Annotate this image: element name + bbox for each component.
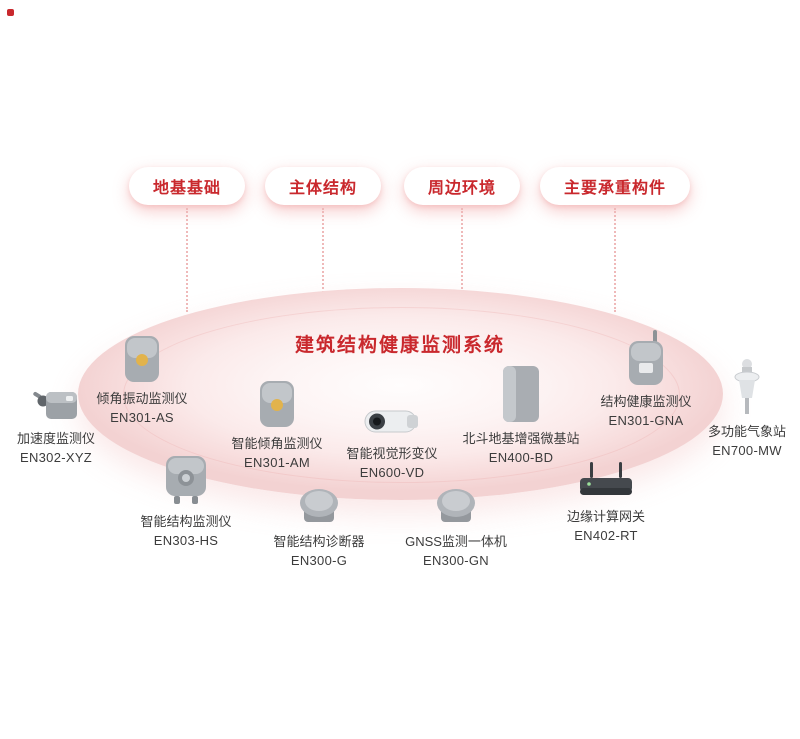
device-name: GNSS监测一体机 [405,534,507,549]
device-accelerometer: 加速度监测仪 EN302-XYZ [0,365,131,467]
device-structure-health-monitor: 结构健康监测仪 EN301-GNA [571,328,721,430]
device-name: 结构健康监测仪 [600,394,692,409]
device-smart-structure-monitor: 智能结构监测仪 EN303-HS [111,448,261,550]
device-smart-tilt-monitor: 智能倾角监测仪 EN301-AM [202,370,352,472]
device-name: 智能结构诊断器 [273,534,365,549]
category-pill-main-structure: 主体结构 [264,167,382,205]
category-pill-load-bearing: 主要承重构件 [539,167,691,205]
tilt-vibration-monitor-icon [67,325,217,383]
device-model: EN700-MW [712,443,782,458]
device-name: 倾角振动监测仪 [96,391,188,406]
device-name: 边缘计算网关 [566,509,645,524]
device-edge-gateway: 边缘计算网关 EN402-RT [531,443,681,545]
smart-structure-monitor-icon [111,448,261,506]
accelerometer-icon [0,365,131,423]
gnss-monitor-icon [381,468,531,526]
system-title: 建筑结构健康监测系统 [294,335,506,356]
device-name: 北斗地基增强微基站 [462,431,580,446]
device-structure-diagnoser: 智能结构诊断器 EN300-G [244,468,394,570]
device-model: EN600-VD [359,465,425,480]
device-name: 多功能气象站 [707,424,786,439]
device-name: 智能倾角监测仪 [231,436,323,451]
device-tilt-vibration-monitor: 倾角振动监测仪 EN301-AS [67,325,217,427]
device-name: 智能视觉形变仪 [346,446,438,461]
device-model: EN303-HS [153,533,219,548]
edge-gateway-icon [531,443,681,501]
smart-tilt-monitor-icon [202,370,352,428]
structure-diagnoser-icon [244,468,394,526]
device-model: EN300-G [290,553,348,568]
device-model: EN402-RT [574,528,638,543]
category-pill-foundation: 地基基础 [128,167,246,205]
weather-station-icon [672,358,800,416]
connector-line [614,208,616,312]
device-beidou-base-station: 北斗地基增强微基站 EN400-BD [446,365,596,467]
device-weather-station: 多功能气象站 EN700-MW [672,358,800,460]
device-name: 智能结构监测仪 [140,514,232,529]
device-model: EN400-BD [488,450,554,465]
device-gnss-monitor: GNSS监测一体机 EN300-GN [381,468,531,570]
connector-line [461,208,463,312]
connector-line [322,208,324,312]
corner-mark [7,9,14,16]
device-model: EN302-XYZ [19,450,93,465]
device-model: EN301-AM [244,455,310,470]
device-name: 加速度监测仪 [16,431,95,446]
beidou-base-station-icon [446,365,596,423]
connector-line [186,208,188,312]
device-vision-deformation-meter: 智能视觉形变仪 EN600-VD [317,380,467,482]
device-model: EN301-AS [110,410,174,425]
device-model: EN300-GN [423,553,489,568]
structure-health-monitor-icon [571,328,721,386]
category-pill-surroundings: 周边环境 [403,167,521,205]
device-model: EN301-GNA [608,413,684,428]
vision-camera-icon [317,380,467,438]
